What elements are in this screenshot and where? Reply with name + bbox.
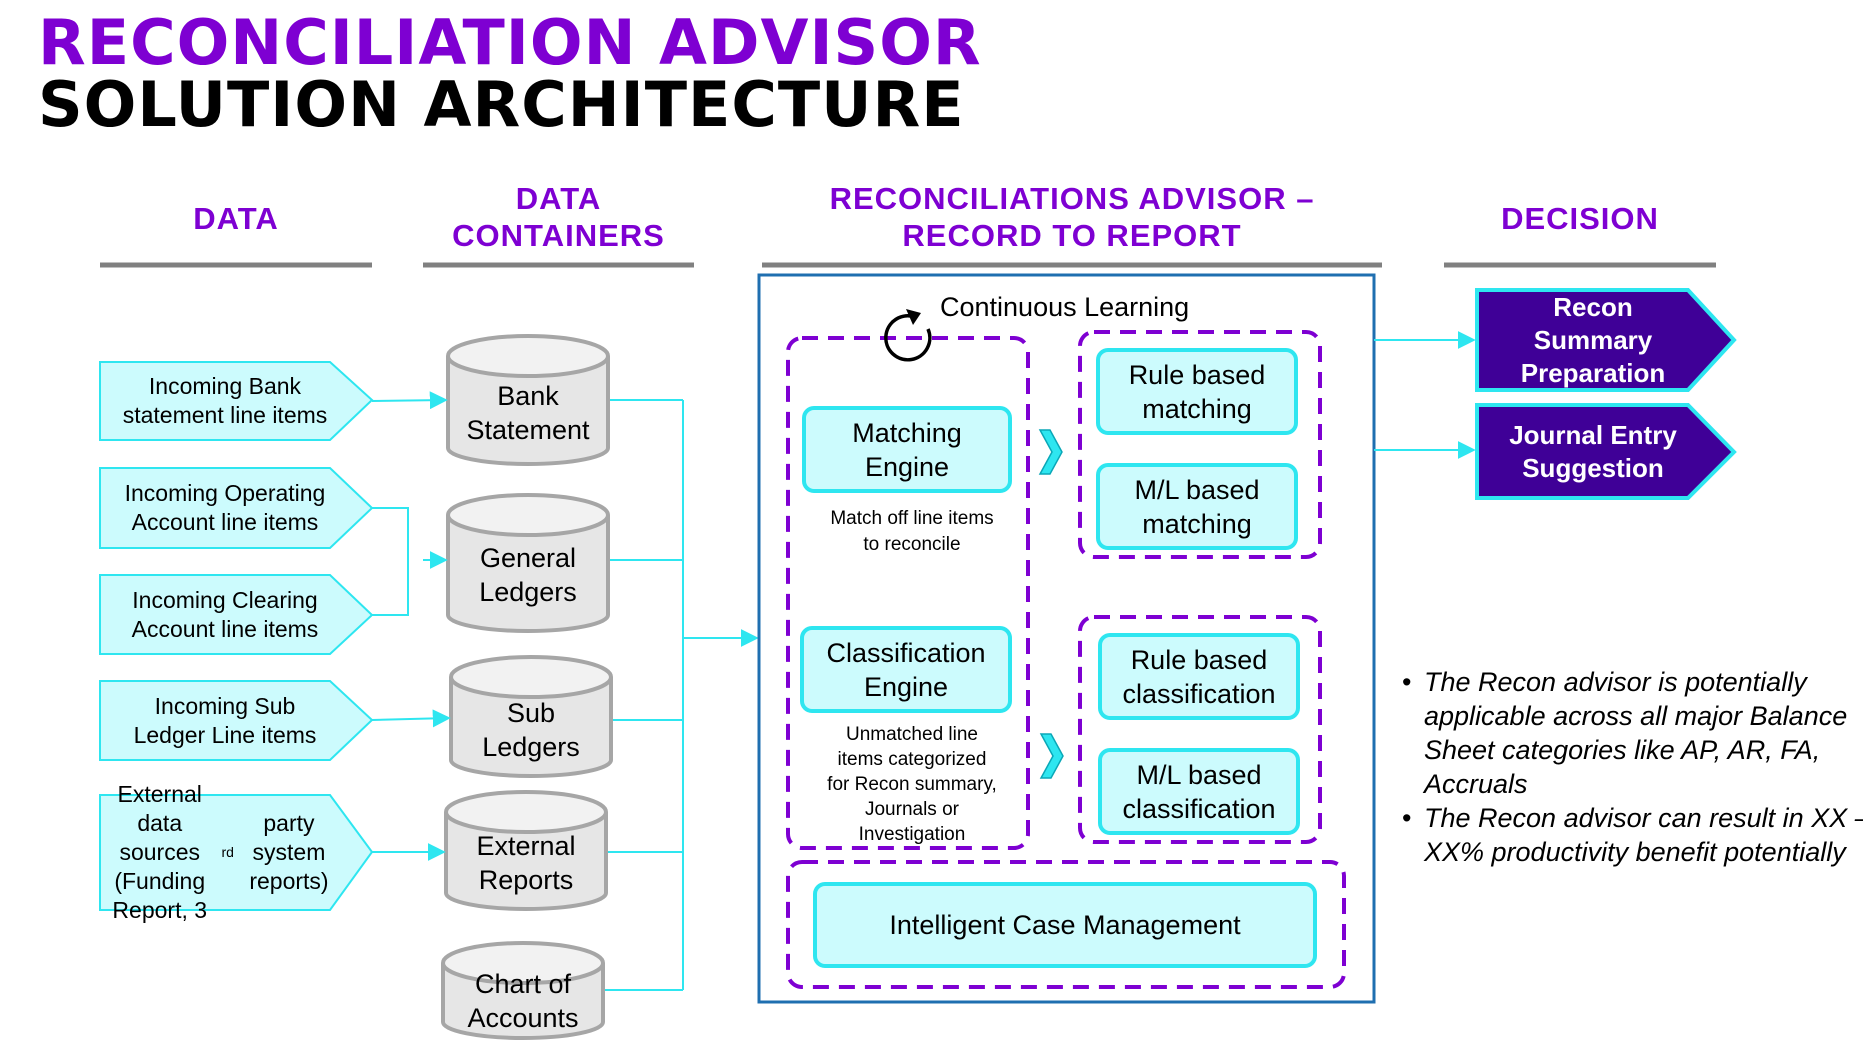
continuous-learning-label: Continuous Learning bbox=[940, 291, 1190, 322]
container-chart-of-accounts: Chart of Accounts bbox=[467, 969, 579, 1033]
note-item: The Recon advisor is potentially applica… bbox=[1400, 665, 1863, 801]
container-connectors bbox=[605, 399, 759, 991]
column-header-data: DATA bbox=[193, 201, 279, 236]
matching-methods-group bbox=[1078, 330, 1322, 559]
decision-connectors bbox=[1374, 331, 1476, 459]
data-source-subledger: Incoming Sub Ledger Line items bbox=[133, 692, 317, 748]
container-general-ledgers: General Ledgers bbox=[479, 543, 577, 607]
data-source-clearing: Incoming Clearing Account line items bbox=[131, 586, 319, 642]
page-title: RECONCILIATION ADVISOR bbox=[38, 6, 982, 79]
chevron-right-icon bbox=[1039, 733, 1064, 779]
page-subtitle: SOLUTION ARCHITECTURE bbox=[38, 68, 965, 141]
data-source-shape-subledger bbox=[99, 680, 374, 761]
container-external-reports: External Reports bbox=[476, 831, 576, 895]
container-bank-statement: Bank Statement bbox=[466, 381, 590, 445]
data-source-shape-bank bbox=[99, 361, 374, 441]
case-management-group bbox=[786, 860, 1346, 989]
classification-methods-group bbox=[1078, 615, 1322, 844]
classification-engine-description: Unmatched line items categorized for Rec… bbox=[827, 723, 997, 845]
decision-recon-summary: Recon Summary Preparation bbox=[1520, 291, 1666, 388]
matching-engine-box bbox=[802, 406, 1012, 493]
case-management-box bbox=[813, 882, 1317, 968]
decision-shape-recon-summary bbox=[1475, 288, 1737, 392]
rule-matching-box bbox=[1096, 348, 1298, 435]
data-source-shape-operating bbox=[99, 467, 374, 549]
database-general-ledgers bbox=[446, 493, 610, 633]
column-header-decision: DECISION bbox=[1501, 201, 1659, 236]
ml-classification-box bbox=[1098, 748, 1300, 835]
data-source-operating: Incoming Operating Account line items bbox=[124, 480, 326, 535]
ml-matching-label: M/L based matching bbox=[1134, 474, 1260, 539]
column-header-advisor: RECONCILIATIONS ADVISOR – RECORD TO REPO… bbox=[829, 181, 1315, 253]
classification-engine-label: Classification Engine bbox=[826, 637, 986, 702]
data-source-shape-external bbox=[99, 794, 374, 911]
decision-shape-journal-entry bbox=[1475, 403, 1737, 500]
note-item: The Recon advisor can result in XX – XX%… bbox=[1400, 801, 1863, 869]
rule-classification-box bbox=[1098, 633, 1300, 720]
matching-engine-label: Matching Engine bbox=[852, 417, 962, 482]
database-chart-of-accounts bbox=[441, 941, 605, 1040]
database-external-reports bbox=[444, 790, 608, 911]
ml-matching-box bbox=[1096, 463, 1298, 550]
column-header-containers: DATA CONTAINERS bbox=[452, 181, 665, 253]
matching-engine-description: Match off line items to reconcile bbox=[830, 508, 994, 555]
rule-matching-label: Rule based matching bbox=[1128, 359, 1266, 424]
case-management-label: Intelligent Case Management bbox=[889, 910, 1241, 940]
chevron-right-icon bbox=[1038, 429, 1063, 475]
ml-classification-label: M/L based classification bbox=[1122, 759, 1276, 824]
source-connectors bbox=[371, 391, 451, 861]
data-source-bank: Incoming Bank statement line items bbox=[122, 373, 328, 428]
data-source-external: External data sources (Funding Report, 3… bbox=[112, 781, 329, 923]
decision-journal-entry: Journal Entry Suggestion bbox=[1509, 419, 1677, 483]
database-sub-ledgers bbox=[449, 655, 613, 778]
data-source-shape-clearing bbox=[99, 574, 374, 655]
classification-engine-box bbox=[800, 626, 1012, 713]
refresh-icon bbox=[884, 309, 932, 362]
notes-list: The Recon advisor is potentially applica… bbox=[1400, 665, 1863, 869]
database-bank-statement bbox=[446, 334, 610, 466]
engines-group bbox=[786, 336, 1030, 850]
rule-classification-label: Rule based classification bbox=[1122, 644, 1276, 709]
container-sub-ledgers: Sub Ledgers bbox=[482, 698, 580, 762]
